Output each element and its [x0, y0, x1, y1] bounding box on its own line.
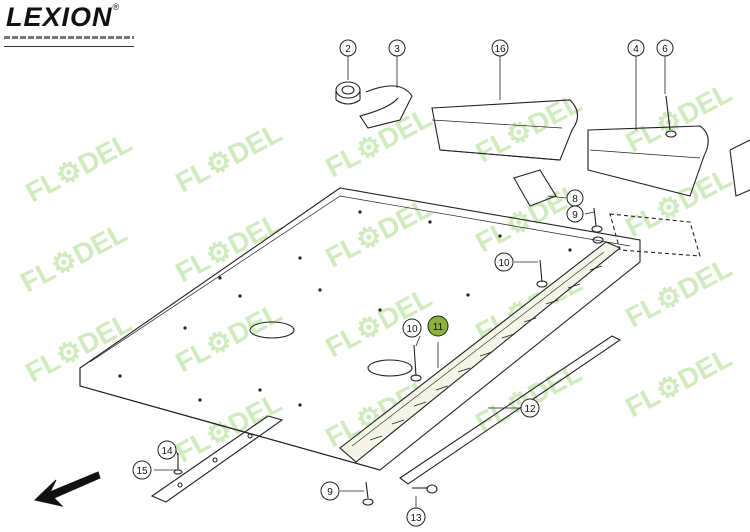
plate-opening [367, 359, 413, 377]
bearing [335, 81, 361, 99]
logo-subtitle-bar [4, 36, 134, 39]
part-callouts: 2 3 16 4 6 8 9 10 11 10 12 14 15 9 13 [132, 39, 674, 527]
callout-label: 4 [633, 44, 639, 55]
floor-plate [79, 187, 641, 471]
cover-4 [587, 125, 709, 197]
cover-16 [431, 99, 579, 161]
bottom-rail [399, 335, 622, 485]
lexion-logo: LEXION® [6, 2, 121, 32]
direction-arrow [33, 471, 101, 507]
bracket-8 [513, 169, 557, 207]
callout-label: 14 [161, 446, 173, 457]
callout-label: 12 [524, 404, 536, 415]
callout-label: 2 [345, 44, 351, 55]
callout-label: 11 [433, 322, 444, 333]
callout-label: 10 [406, 324, 418, 335]
shaft-housing [609, 213, 701, 257]
callout-label: 6 [662, 44, 668, 55]
clamp-bracket [359, 85, 413, 129]
plate-opening [249, 321, 295, 339]
callout-label: 3 [394, 44, 400, 55]
callout-label: 15 [136, 466, 148, 477]
callout-label: 9 [327, 487, 333, 498]
callout-label: 16 [494, 44, 506, 55]
callout-label: 9 [572, 210, 578, 221]
left-strap [150, 415, 284, 503]
callout-label: 8 [572, 194, 578, 205]
logo-rule [4, 46, 134, 47]
lattice-bar [339, 241, 622, 463]
callout-label: 13 [410, 513, 422, 524]
callout-label: 10 [498, 258, 510, 269]
